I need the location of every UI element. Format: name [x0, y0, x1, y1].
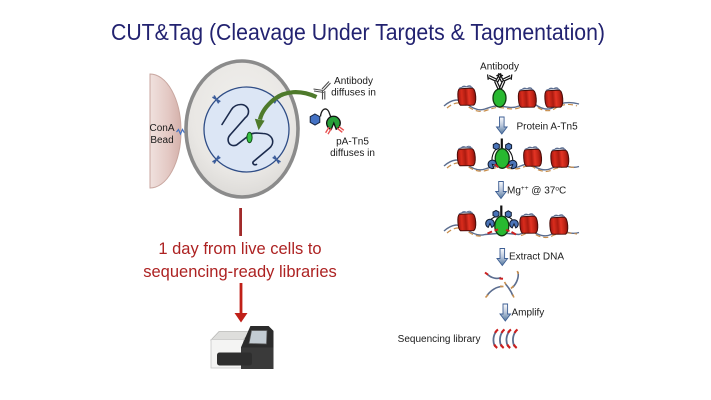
svg-text:ConA: ConA	[149, 123, 174, 134]
svg-text:Protein A-Tn5: Protein A-Tn5	[517, 122, 579, 133]
svg-text:diffuses in: diffuses in	[331, 88, 376, 99]
svg-text:Mg++ @ 37oC: Mg++ @ 37oC	[507, 185, 566, 197]
svg-text:Antibody: Antibody	[480, 62, 519, 73]
svg-text:CUT&Tag (Cleavage Under Target: CUT&Tag (Cleavage Under Targets & Tagmen…	[111, 19, 605, 45]
svg-text:diffuses in: diffuses in	[330, 148, 375, 159]
svg-text:Antibody: Antibody	[334, 76, 373, 87]
svg-text:Amplify: Amplify	[512, 308, 545, 319]
svg-text:Bead: Bead	[150, 135, 173, 146]
svg-text:Extract DNA: Extract DNA	[509, 252, 564, 263]
svg-text:1 day from live cells to: 1 day from live cells to	[158, 240, 321, 258]
svg-text:Sequencing library: Sequencing library	[398, 334, 481, 345]
svg-text:pA-Tn5: pA-Tn5	[336, 137, 369, 148]
svg-text:sequencing-ready libraries: sequencing-ready libraries	[143, 263, 337, 281]
